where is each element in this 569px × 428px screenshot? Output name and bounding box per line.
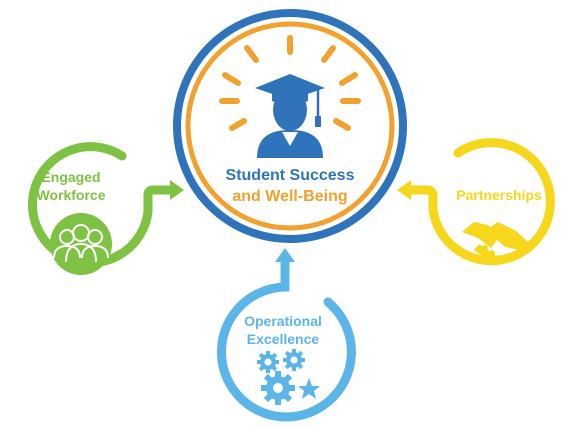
- workforce-arrowhead: [170, 180, 184, 200]
- center-circle: Student Success and Well-Being: [173, 9, 407, 243]
- operational-arrowhead: [275, 248, 295, 262]
- pillar-partnerships: Partnerships: [397, 138, 555, 266]
- workforce-label-line1: Engaged: [41, 169, 100, 185]
- operational-label-line2: Excellence: [247, 331, 320, 347]
- partnerships-arrowhead: [397, 180, 411, 200]
- workforce-label-line2: Workforce: [37, 187, 106, 203]
- graduate-cap-icon: [255, 74, 325, 158]
- center-inner-ring: [185, 21, 395, 231]
- center-title-line1: Student Success: [226, 167, 355, 184]
- rays-icon: [219, 35, 361, 131]
- operational-cycle-arrow: [216, 257, 356, 422]
- pillar-workforce: Engaged Workforce: [27, 142, 184, 275]
- center-title-line2: and Well-Being: [232, 188, 347, 205]
- operational-label-line1: Operational: [244, 313, 322, 329]
- partnerships-label: Partnerships: [456, 187, 542, 203]
- people-group-icon: [50, 213, 112, 275]
- handshake-icon: [462, 222, 528, 266]
- gears-star-icon: [257, 349, 320, 405]
- pillar-operational: Operational Excellence: [216, 248, 356, 422]
- partnerships-cycle-arrow: [404, 138, 555, 266]
